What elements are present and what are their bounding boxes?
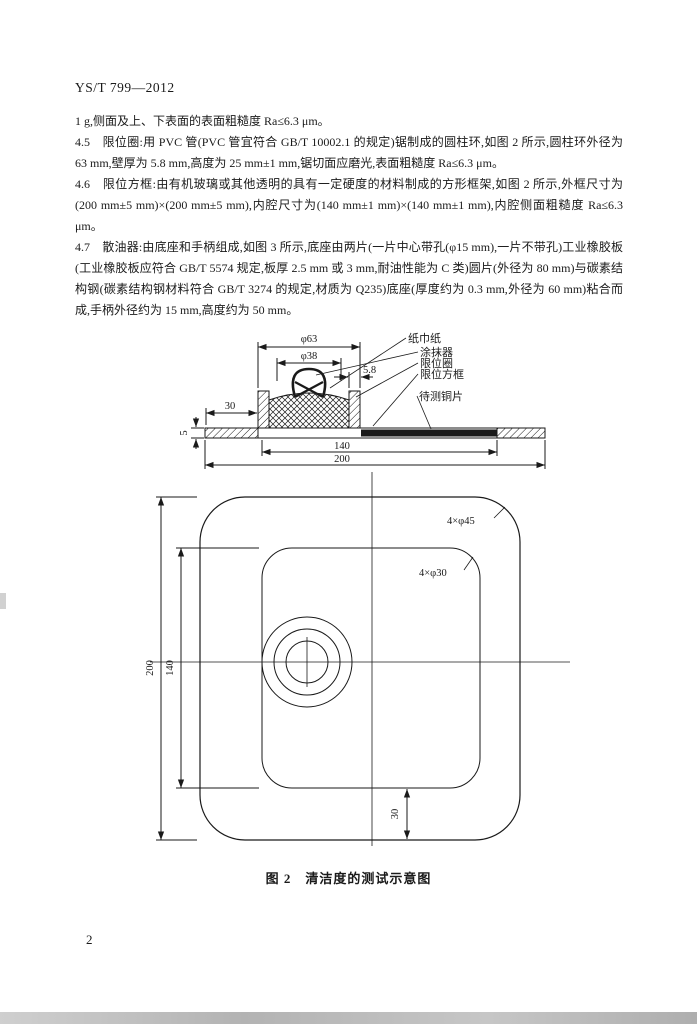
limit-frame-hatch-left [204, 427, 259, 439]
plan-view [150, 472, 570, 846]
dim-phi38-label: φ38 [301, 351, 318, 362]
scan-artifact-bottom [0, 1012, 697, 1024]
scan-artifact-edge [0, 593, 6, 609]
copper-sheet-shape [361, 429, 497, 437]
limit-ring-wall-right [348, 390, 361, 429]
dim-140-label: 140 [334, 441, 350, 452]
outer-frame-outline [199, 496, 521, 841]
limit-ring-wall-left [257, 390, 270, 429]
clause-4-6: 4.6 限位方框:由有机玻璃或其他透明的具有一定硬度的材料制成的方形框架,如图 … [75, 177, 623, 233]
figure-2-diagram: φ63 φ38 5.8 30 5 140 200 纸巾纸 涂抹器 限位圈 限位方… [145, 331, 570, 846]
applicator-shape [291, 367, 327, 398]
tissue-label: 纸巾纸 [408, 331, 441, 345]
applicator-label: 涂抹器 [420, 345, 453, 359]
leader-limit-frame [372, 373, 419, 427]
center-hole-circle-middle [273, 628, 341, 696]
leader-limit-ring [355, 362, 419, 398]
doc-number: YS/T 799—2012 [75, 80, 175, 95]
inner-cavity-outline [261, 547, 481, 789]
clause-4-5: 4.5 限位圈:用 PVC 管(PVC 管宜符合 GB/T 10002.1 的规… [75, 135, 623, 170]
figure-caption: 图 2 清洁度的测试示意图 [265, 871, 432, 886]
copper-sheet-label: 待测铜片 [419, 389, 463, 403]
dim-phi63-label: φ63 [301, 334, 318, 345]
limit-frame-label: 限位方框 [420, 367, 464, 381]
page-number: 2 [86, 932, 93, 947]
section-view [191, 337, 546, 469]
dim-5-label: 5 [179, 430, 190, 435]
center-hole-circle-outer [261, 616, 353, 708]
applicator-cross [294, 381, 324, 398]
leader-corner-inner [463, 556, 474, 571]
leader-corner-outer [493, 506, 506, 519]
corner-inner-label: 4×φ30 [419, 568, 447, 579]
dim-30-label: 30 [225, 401, 236, 412]
dim-plan-140-label: 140 [165, 660, 176, 676]
dim-plan-200-label: 200 [145, 660, 156, 676]
leader-copper-sheet [416, 395, 432, 430]
paragraph-continuation: 1 g,侧面及上、下表面的表面粗糙度 Ra≤6.3 μm。 [75, 114, 330, 128]
clause-4-7: 4.7 散油器:由底座和手柄组成,如图 3 所示,底座由两片(一片中心带孔(φ1… [75, 240, 623, 317]
body-text: 1 g,侧面及上、下表面的表面粗糙度 Ra≤6.3 μm。 4.5 限位圈:用 … [75, 111, 623, 321]
dim-plan-30-label: 30 [390, 809, 401, 820]
dim-5-8-label: 5.8 [363, 365, 376, 376]
limit-ring-label: 限位圈 [420, 356, 453, 370]
leader-applicator [315, 351, 419, 376]
tissue-shape [268, 392, 350, 429]
dim-200-label: 200 [334, 454, 350, 465]
corner-outer-label: 4×φ45 [447, 516, 475, 527]
limit-frame-hatch-right [496, 427, 546, 439]
